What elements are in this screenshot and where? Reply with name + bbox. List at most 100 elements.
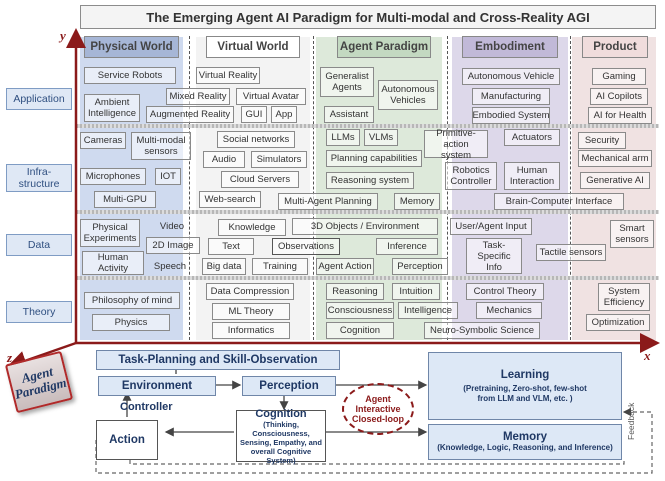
- cell-observations: Observations: [272, 238, 340, 255]
- column-divider: [570, 36, 571, 340]
- cell-mechanics: Mechanics: [476, 302, 542, 319]
- column-divider: [313, 36, 314, 340]
- cell-robotics-controller: Robotics Controller: [445, 162, 497, 190]
- cell-manufacturing: Manufacturing: [472, 88, 550, 105]
- cell-ml-theory: ML Theory: [212, 303, 290, 320]
- learning-box: Learning (Pretraining, Zero-shot, few-sh…: [428, 352, 622, 420]
- cell-task-specific-info: Task- Specific Info: [466, 238, 522, 274]
- row-band: [76, 124, 659, 128]
- cognition-box: Cognition (Thinking, Consciousness, Sens…: [236, 407, 326, 465]
- agent-paradigm-badge-text: Agent Paradigm: [13, 363, 68, 402]
- row-label-data: Data: [6, 234, 72, 256]
- cell-speech: Speech: [153, 261, 187, 272]
- column-header-embodiment: Embodiment: [462, 36, 558, 58]
- cell-tactile-sensors: Tactile sensors: [536, 244, 606, 261]
- cell-cognition-theory: Cognition: [326, 322, 394, 339]
- cell-security: Security: [578, 132, 626, 149]
- cell-gaming: Gaming: [592, 68, 646, 85]
- cell-ai-copilots: AI Copilots: [590, 88, 648, 105]
- y-axis-label: y: [60, 28, 66, 43]
- cell-vlms: VLMs: [364, 129, 398, 146]
- cell-memory-infra: Memory: [394, 193, 440, 210]
- cell-audio: Audio: [203, 151, 245, 168]
- cell-big-data: Big data: [202, 258, 246, 275]
- column-header-virtual: Virtual World: [206, 36, 300, 58]
- cell-system-efficiency: System Efficiency: [598, 283, 650, 311]
- cell-ai-for-health: AI for Health: [588, 107, 652, 124]
- column-bg-physical: [80, 37, 183, 340]
- cell-data-compression: Data Compression: [206, 283, 294, 300]
- closed-loop-label: Agent Interactive Closed-loop: [352, 394, 404, 424]
- learning-title: Learning: [500, 368, 550, 381]
- cell-control-theory: Control Theory: [466, 283, 544, 300]
- cell-embodied-system: Embodied System: [472, 107, 550, 124]
- cell-informatics: Informatics: [212, 322, 290, 339]
- cell-social-networks: Social networks: [217, 131, 295, 148]
- cell-augmented-reality: Augmented Reality: [146, 106, 234, 123]
- cell-primitive-action-system: Primitive- action system: [424, 128, 488, 161]
- cell-cloud-servers: Cloud Servers: [221, 171, 299, 188]
- cell-simulators: Simulators: [251, 151, 307, 168]
- row-band: [76, 276, 659, 280]
- cell-reasoning-system: Reasoning system: [326, 172, 414, 189]
- cell-gui: GUI: [241, 106, 267, 123]
- cell-virtual-avatar: Virtual Avatar: [236, 88, 306, 105]
- cell-philosophy-of-mind: Philosophy of mind: [84, 292, 180, 309]
- x-axis-label: x: [644, 348, 651, 363]
- cell-ambient-intelligence: Ambient Intelligence: [84, 94, 140, 122]
- cell-physics: Physics: [92, 314, 170, 331]
- cell-inference: Inference: [376, 238, 438, 255]
- cell-mixed-reality: Mixed Reality: [166, 88, 230, 105]
- cell-app: App: [271, 106, 297, 123]
- controller-label: Controller: [120, 401, 173, 413]
- column-header-physical: Physical World: [84, 36, 179, 58]
- cell-llms: LLMs: [326, 129, 360, 146]
- row-band: [76, 210, 659, 214]
- cell-physical-experiments: Physical Experiments: [80, 219, 140, 247]
- row-label-application: Application: [6, 88, 72, 110]
- column-header-product: Product: [582, 36, 648, 58]
- cell-user-agent-input: User/Agent Input: [450, 218, 532, 235]
- cell-autonomous-vehicles: Autonomous Vehicles: [378, 80, 438, 110]
- cell-actuators: Actuators: [504, 129, 560, 146]
- diagram-title: The Emerging Agent AI Paradigm for Multi…: [80, 5, 656, 29]
- cell-text: Text: [208, 238, 254, 255]
- cell-multimodal-sensors: Multi-modal sensors: [131, 132, 191, 160]
- memory-body: (Knowledge, Logic, Reasoning, and Infere…: [437, 443, 613, 452]
- row-label-infrastructure: Infra- structure: [6, 164, 72, 192]
- cell-assistant: Assistant: [324, 106, 374, 123]
- cognition-title: Cognition: [255, 407, 307, 420]
- cell-mechanical-arm: Mechanical arm: [578, 150, 652, 167]
- cognition-body: (Thinking, Consciousness, Sensing, Empat…: [240, 419, 322, 465]
- cell-generalist-agents: Generalist Agents: [320, 67, 374, 97]
- cell-video: Video: [159, 221, 185, 232]
- perception-box: Perception: [242, 376, 336, 396]
- cell-service-robots: Service Robots: [84, 67, 176, 84]
- cell-generative-ai: Generative AI: [580, 172, 650, 189]
- feedback-label: Feedback: [626, 402, 636, 440]
- cell-autonomous-vehicle: Autonomous Vehicle: [462, 68, 560, 85]
- cell-virtual-reality: Virtual Reality: [196, 67, 260, 84]
- cell-multi-gpu: Multi-GPU: [94, 191, 156, 208]
- cell-neuro-symbolic-science: Neuro-Symbolic Science: [424, 322, 540, 339]
- action-box: Action: [96, 420, 158, 460]
- cell-planning-capabilities: Planning capabilities: [326, 150, 422, 167]
- column-header-agent: Agent Paradigm: [337, 36, 431, 58]
- learning-body: (Pretraining, Zero-shot, few-shot from L…: [463, 383, 587, 403]
- cell-human-activity: Human Activity: [82, 251, 144, 275]
- memory-title: Memory: [502, 431, 548, 443]
- cell-optimization: Optimization: [586, 314, 650, 331]
- cell-web-search: Web-search: [199, 191, 261, 208]
- task-planning-box: Task-Planning and Skill-Observation: [96, 350, 340, 370]
- cell-human-interaction: Human Interaction: [504, 162, 560, 190]
- memory-box: Memory (Knowledge, Logic, Reasoning, and…: [428, 424, 622, 460]
- cell-2d-image: 2D Image: [146, 237, 200, 254]
- closed-loop-ellipse: Agent Interactive Closed-loop: [342, 383, 414, 435]
- environment-box: Environment: [98, 376, 216, 396]
- z-axis-label: z: [7, 350, 13, 365]
- cell-microphones: Microphones: [80, 168, 146, 185]
- cell-perception-data: Perception: [392, 258, 448, 275]
- cell-agent-action: Agent Action: [316, 258, 374, 275]
- cell-3d-objects-environment: 3D Objects / Environment: [292, 218, 438, 235]
- cell-consciousness: Consciousness: [326, 302, 394, 319]
